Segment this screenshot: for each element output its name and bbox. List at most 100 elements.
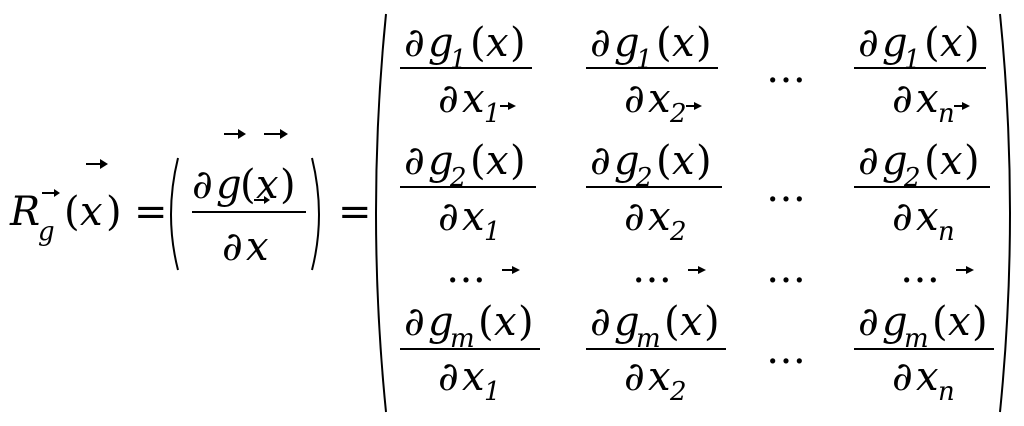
ellipsis-row-vector-arrow-1 xyxy=(502,266,520,274)
cell-r3-c2-close-paren: ) xyxy=(704,299,720,345)
cell-r1-c1-denominator-partial: ∂ xyxy=(438,76,459,122)
cell-r1-c3-variable: x xyxy=(940,20,963,66)
cell-r1-c1-close-paren: ) xyxy=(510,20,526,66)
cell-r1-c2-open-paren: ( xyxy=(656,20,672,66)
cell-r1-c2-row-subscript: 1 xyxy=(636,45,653,75)
cell-r2-c1-denominator-partial: ∂ xyxy=(438,194,459,240)
shorthand-right-paren xyxy=(311,157,320,271)
cell-r1-c2-variable: x xyxy=(672,20,695,66)
cell-r1-c3-partial: ∂ xyxy=(858,20,879,66)
cell-r2-c1-function: g xyxy=(428,138,454,184)
cell-r3-c3-denominator-variable: x xyxy=(916,354,939,400)
cell-r2-c2-function: g xyxy=(614,138,640,184)
cell-r3-c3-close-paren: ) xyxy=(972,299,988,345)
lhs-variable: x xyxy=(80,189,103,235)
cell-r1-c1-denominator-vector-arrow xyxy=(500,102,516,110)
cell-r1-c3-column-subscript: n xyxy=(938,99,955,129)
cell-r3-c3-partial: ∂ xyxy=(858,299,879,345)
cell-r1-c3-open-paren: ( xyxy=(924,20,940,66)
shorthand-numerator-variable: x xyxy=(256,162,279,208)
cell-r1-c2-function: g xyxy=(614,20,640,66)
cell-r2-c1-open-paren: ( xyxy=(470,138,486,184)
cell-r2-c2-row-subscript: 2 xyxy=(635,163,653,193)
ellipsis-row-vector-arrow-4 xyxy=(956,266,974,274)
cell-r1-c2-partial: ∂ xyxy=(590,20,611,66)
lhs-expression: R g ( x ) = xyxy=(9,159,168,247)
matrix-right-paren xyxy=(999,13,1011,413)
lhs-variable-vector-arrow xyxy=(86,159,108,169)
shorthand-function-vector-arrow xyxy=(224,129,246,139)
cell-r3-c3-open-paren: ( xyxy=(932,299,948,345)
matrix-ellipsis: … xyxy=(766,46,806,92)
cell-r2-c1-row-subscript: 2 xyxy=(449,163,467,193)
cell-r3-c1-close-paren: ) xyxy=(518,299,534,345)
cell-r3-c2-partial: ∂ xyxy=(590,299,611,345)
matrix-ellipsis: … xyxy=(766,165,806,211)
cell-r1-c2-denominator-variable: x xyxy=(648,76,671,122)
shorthand-numerator-function: g xyxy=(216,162,242,208)
cell-r3-c1-partial: ∂ xyxy=(404,299,425,345)
cell-r2-c2-partial: ∂ xyxy=(590,138,611,184)
cell-r2-c1-close-paren: ) xyxy=(510,138,526,184)
shorthand-denominator-variable: x xyxy=(246,224,269,270)
lhs-subscript-vector-arrow xyxy=(42,189,60,197)
cell-r1-c3-denominator-partial: ∂ xyxy=(892,76,913,122)
cell-r1-c3-function: g xyxy=(882,20,908,66)
cell-r2-c2-column-subscript: 2 xyxy=(669,217,687,247)
ellipsis-row-item-3: … xyxy=(766,246,806,292)
jacobian-shorthand: ∂ g ( x ) ∂ x = xyxy=(170,129,372,271)
cell-r1-c2-column-subscript: 2 xyxy=(669,99,687,129)
cell-r2-c1-column-subscript: 1 xyxy=(484,217,501,247)
cell-r3-c1-denominator-variable: x xyxy=(462,354,485,400)
lhs-equals-sign: = xyxy=(134,189,168,235)
cell-r3-c1-variable: x xyxy=(494,299,517,345)
cell-r3-c1-column-subscript: 1 xyxy=(484,377,501,407)
shorthand-denominator-vector-arrow xyxy=(254,196,270,204)
ellipsis-row-vector-arrow-2 xyxy=(688,266,706,274)
lhs-function-name: R xyxy=(9,189,40,235)
shorthand-denominator-partial: ∂ xyxy=(222,224,243,270)
cell-r2-c1-variable: x xyxy=(486,138,509,184)
cell-r2-c2-close-paren: ) xyxy=(696,138,712,184)
ellipsis-row-item-1: … xyxy=(446,246,486,292)
cell-r2-c3-denominator-variable: x xyxy=(916,194,939,240)
cell-r3-c3-function: g xyxy=(882,299,908,345)
cell-r1-c1-variable: x xyxy=(486,20,509,66)
cell-r1-c1-row-subscript: 1 xyxy=(450,45,467,75)
cell-r2-c2-open-paren: ( xyxy=(656,138,672,184)
cell-r2-c3-open-paren: ( xyxy=(924,138,940,184)
cell-r1-c1-column-subscript: 1 xyxy=(484,99,501,129)
cell-r2-c3-function: g xyxy=(882,138,908,184)
cell-r3-c2-column-subscript: 2 xyxy=(669,377,687,407)
cell-r3-c1-denominator-partial: ∂ xyxy=(438,354,459,400)
cell-r2-c2-denominator-variable: x xyxy=(648,194,671,240)
cell-r1-c1-denominator-variable: x xyxy=(462,76,485,122)
cell-r1-c3-row-subscript: 1 xyxy=(904,45,921,75)
shorthand-numerator-close-paren: ) xyxy=(280,162,296,208)
cell-r2-c1-denominator-variable: x xyxy=(462,194,485,240)
shorthand-numerator-partial: ∂ xyxy=(192,162,213,208)
lhs-close-paren: ) xyxy=(106,189,122,235)
cell-r3-c1-open-paren: ( xyxy=(478,299,494,345)
cell-r2-c3-denominator-partial: ∂ xyxy=(892,194,913,240)
cell-r2-c3-variable: x xyxy=(940,138,963,184)
cell-r1-c3-denominator-vector-arrow xyxy=(954,102,970,110)
cell-r1-c3-denominator-variable: x xyxy=(916,76,939,122)
shorthand-numerator-open-paren: ( xyxy=(240,162,256,208)
cell-r3-c1-function: g xyxy=(428,299,454,345)
cell-r2-c3-close-paren: ) xyxy=(964,138,980,184)
ellipsis-row-item-4: … xyxy=(900,246,940,292)
lhs-subscript: g xyxy=(38,217,55,247)
shorthand-equals-sign: = xyxy=(338,189,372,235)
cell-r2-c3-column-subscript: n xyxy=(938,217,955,247)
cell-r3-c2-denominator-variable: x xyxy=(648,354,671,400)
cell-r3-c2-variable: x xyxy=(680,299,703,345)
cell-r1-c2-close-paren: ) xyxy=(696,20,712,66)
matrix-left-paren xyxy=(375,13,387,413)
lhs-open-paren: ( xyxy=(64,189,80,235)
matrix-ellipsis: … xyxy=(766,327,806,373)
cell-r3-c2-open-paren: ( xyxy=(664,299,680,345)
cell-r1-c3-close-paren: ) xyxy=(964,20,980,66)
